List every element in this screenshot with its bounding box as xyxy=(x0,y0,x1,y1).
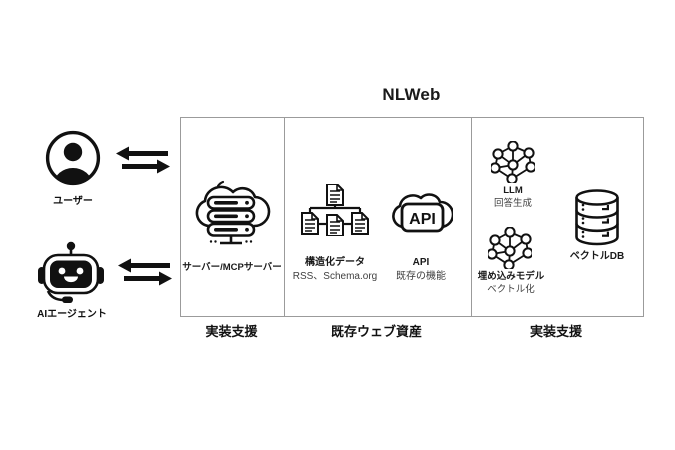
api-badge-text: API xyxy=(409,211,436,228)
api-sublabel: 既存の機能 xyxy=(396,271,446,282)
cloud-server-icon xyxy=(191,164,271,250)
structured-data-sublabel: RSS、Schema.org xyxy=(292,271,378,282)
api-label: API xyxy=(412,257,430,268)
section-divider xyxy=(284,118,285,316)
structured-data-icon xyxy=(301,184,369,236)
page-title: NLWeb xyxy=(382,85,441,104)
llm-sublabel: 回答生成 xyxy=(493,198,532,209)
section-divider xyxy=(471,118,472,316)
caption-implementation-support-right: 実装支援 xyxy=(529,324,582,339)
vector-db-icon xyxy=(573,188,621,246)
ai-robot-icon xyxy=(38,239,104,303)
exchange-arrows-user-icon xyxy=(116,146,170,174)
embedding-network-icon xyxy=(488,227,532,269)
caption-implementation-support-left: 実装支援 xyxy=(205,324,258,339)
vector-db-label: ベクトルDB xyxy=(569,251,625,262)
embedding-sublabel: ベクトル化 xyxy=(487,284,535,295)
structured-data-label: 構造化データ xyxy=(305,257,365,268)
caption-existing-web-assets: 既存ウェブ資産 xyxy=(330,324,422,339)
ai-agent-label: AIエージェント xyxy=(37,309,107,320)
user-label: ユーザー xyxy=(53,196,93,207)
server-mcp-label: サーバー/MCPサーバー xyxy=(182,262,282,273)
user-avatar-icon xyxy=(44,129,102,187)
api-cloud-icon: API xyxy=(389,179,453,239)
embedding-label: 埋め込みモデル xyxy=(477,271,545,282)
exchange-arrows-agent-icon xyxy=(118,258,172,286)
llm-label: LLM xyxy=(503,185,523,196)
llm-network-icon xyxy=(491,141,535,183)
